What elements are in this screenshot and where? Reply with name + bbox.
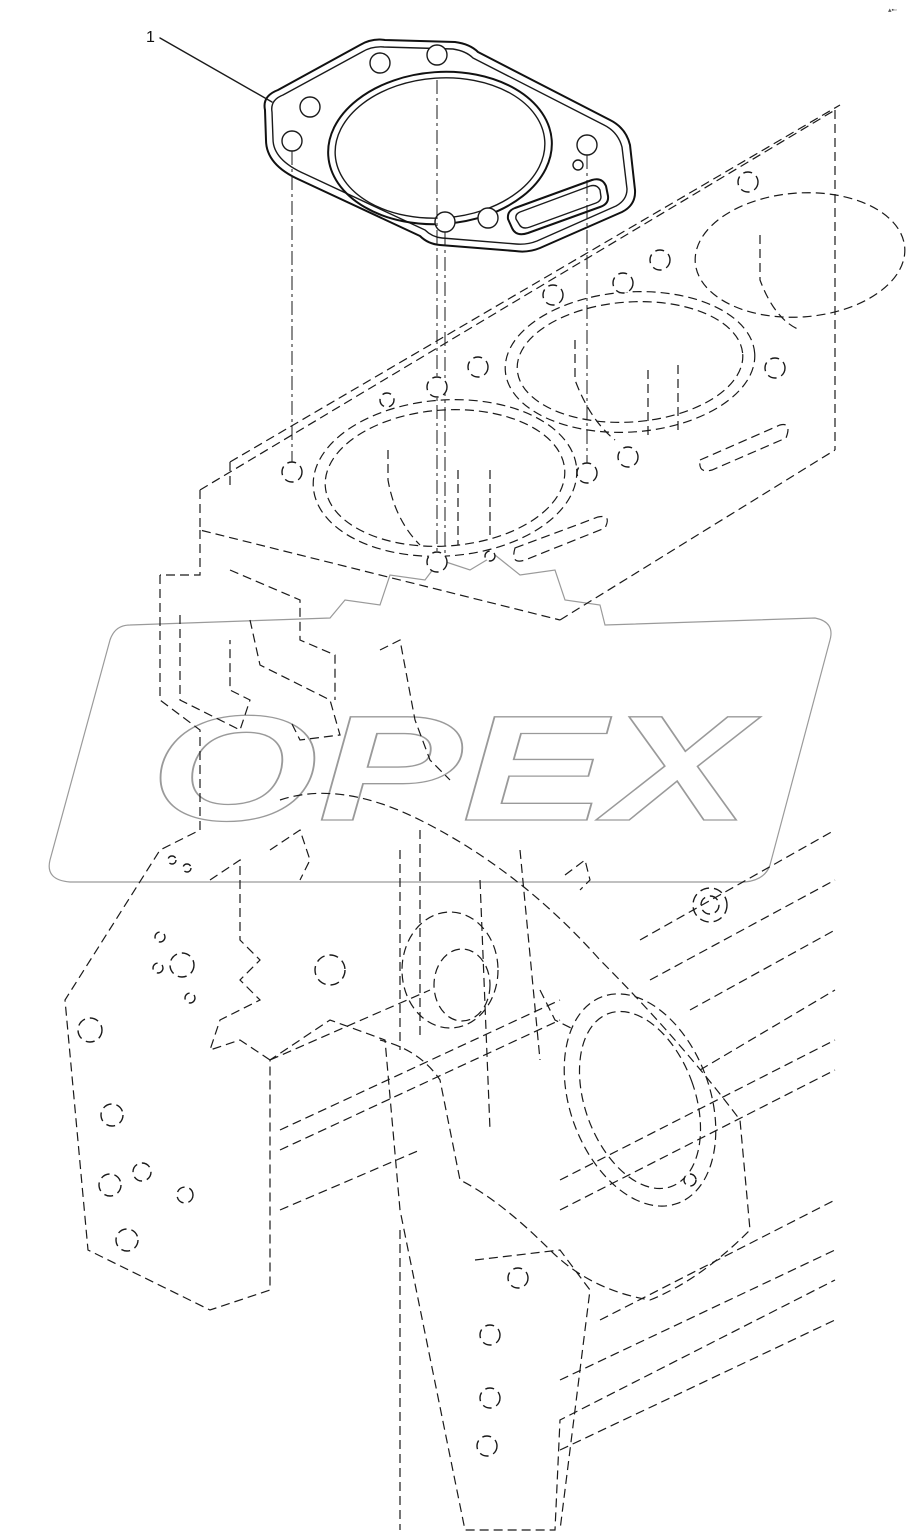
block-bolt-hole	[649, 249, 671, 271]
block-front-hole	[77, 1017, 103, 1043]
block-top-deck-edge	[229, 104, 841, 490]
gasket-bolt-hole	[281, 130, 303, 152]
gasket-outline	[263, 38, 637, 253]
gasket-oil-slot	[506, 178, 610, 236]
block-cylinder-bore-inner	[324, 409, 566, 547]
block-bolt-hole	[467, 356, 489, 378]
callout-label: 1	[146, 29, 155, 46]
block-rear-flange	[399, 1230, 591, 1531]
block-front-face	[64, 575, 836, 1531]
block-side-rails	[269, 989, 836, 1451]
block-bolt-hole	[764, 357, 786, 379]
block-front-hole	[169, 952, 195, 978]
block-internal-web-2	[209, 858, 591, 1061]
block-front-hole	[167, 855, 177, 865]
watermark-gear-outline	[48, 554, 832, 883]
block-front-hole	[154, 931, 166, 943]
watermark: OPEX	[48, 554, 832, 883]
block-cylinder-bore	[694, 192, 906, 318]
block-front-hole	[176, 1186, 194, 1204]
gasket-bolt-hole	[426, 44, 448, 66]
block-rear-hole	[683, 1173, 697, 1187]
corner-mark: ▴▪▫	[888, 7, 896, 14]
block-boss-inner	[700, 895, 720, 915]
block-bolt-hole	[737, 171, 759, 193]
block-rear-hole	[507, 1267, 529, 1289]
gasket-bolt-hole	[576, 134, 598, 156]
block-front-hole	[152, 962, 164, 974]
block-bolt-hole	[612, 272, 634, 294]
gasket-bore-inner	[334, 77, 546, 219]
watermark-text: OPEX	[150, 684, 761, 852]
block-rear-hole	[479, 1387, 501, 1409]
engine-block	[64, 104, 906, 1531]
block-bolt-hole	[426, 376, 448, 398]
callout-1: 1	[146, 29, 273, 103]
gasket-oil-slot-inner	[515, 184, 602, 229]
block-front-hole	[132, 1162, 152, 1182]
alignment-lines	[291, 80, 588, 560]
block-bolt-hole	[281, 461, 303, 483]
leader-line	[159, 37, 273, 103]
block-bolt-hole	[484, 550, 496, 562]
block-front-hole	[100, 1103, 124, 1127]
block-cylinder-detail	[387, 450, 491, 546]
block-cylinder-bore	[504, 291, 756, 433]
gasket-small-hole	[572, 159, 584, 171]
block-cylinder-bore-inner	[516, 301, 744, 423]
block-top-deck	[199, 109, 836, 621]
block-front-face-edge	[160, 530, 336, 700]
block-cylinder-bore	[312, 399, 578, 557]
block-bolt-hole	[379, 392, 395, 408]
block-front-hole	[115, 1228, 139, 1252]
block-front-hole	[314, 954, 346, 986]
block-coolant-slot	[513, 515, 608, 562]
block-bolt-hole	[617, 446, 639, 468]
block-rear-hole	[476, 1435, 498, 1457]
block-coolant-slot	[699, 423, 789, 472]
block-cylinder-detail	[574, 340, 679, 441]
block-bearing-arch	[279, 792, 751, 1301]
block-cylinder-detail	[759, 235, 801, 331]
block-rear-hole	[479, 1324, 501, 1346]
gasket-bolt-hole	[299, 96, 321, 118]
block-main-bearing	[563, 993, 717, 1207]
block-front-hole	[182, 863, 192, 873]
gasket-inner-outline	[271, 46, 628, 245]
block-bolt-hole	[542, 284, 564, 306]
block-cam-bore-inner	[433, 948, 491, 1022]
block-front-hole	[98, 1173, 122, 1197]
gasket-bolt-hole	[434, 211, 456, 233]
cylinder-head-gasket	[263, 38, 637, 253]
gasket-bolt-hole	[477, 207, 499, 229]
block-bolt-hole	[426, 551, 448, 573]
block-front-hole	[184, 992, 196, 1004]
block-main-bearing-inner	[578, 1010, 702, 1190]
block-internal-web	[179, 615, 541, 1131]
block-side-rails-upper	[639, 829, 836, 1071]
gasket-bolt-hole	[369, 52, 391, 74]
block-cam-bore	[401, 911, 499, 1029]
block-bolt-hole	[576, 462, 598, 484]
